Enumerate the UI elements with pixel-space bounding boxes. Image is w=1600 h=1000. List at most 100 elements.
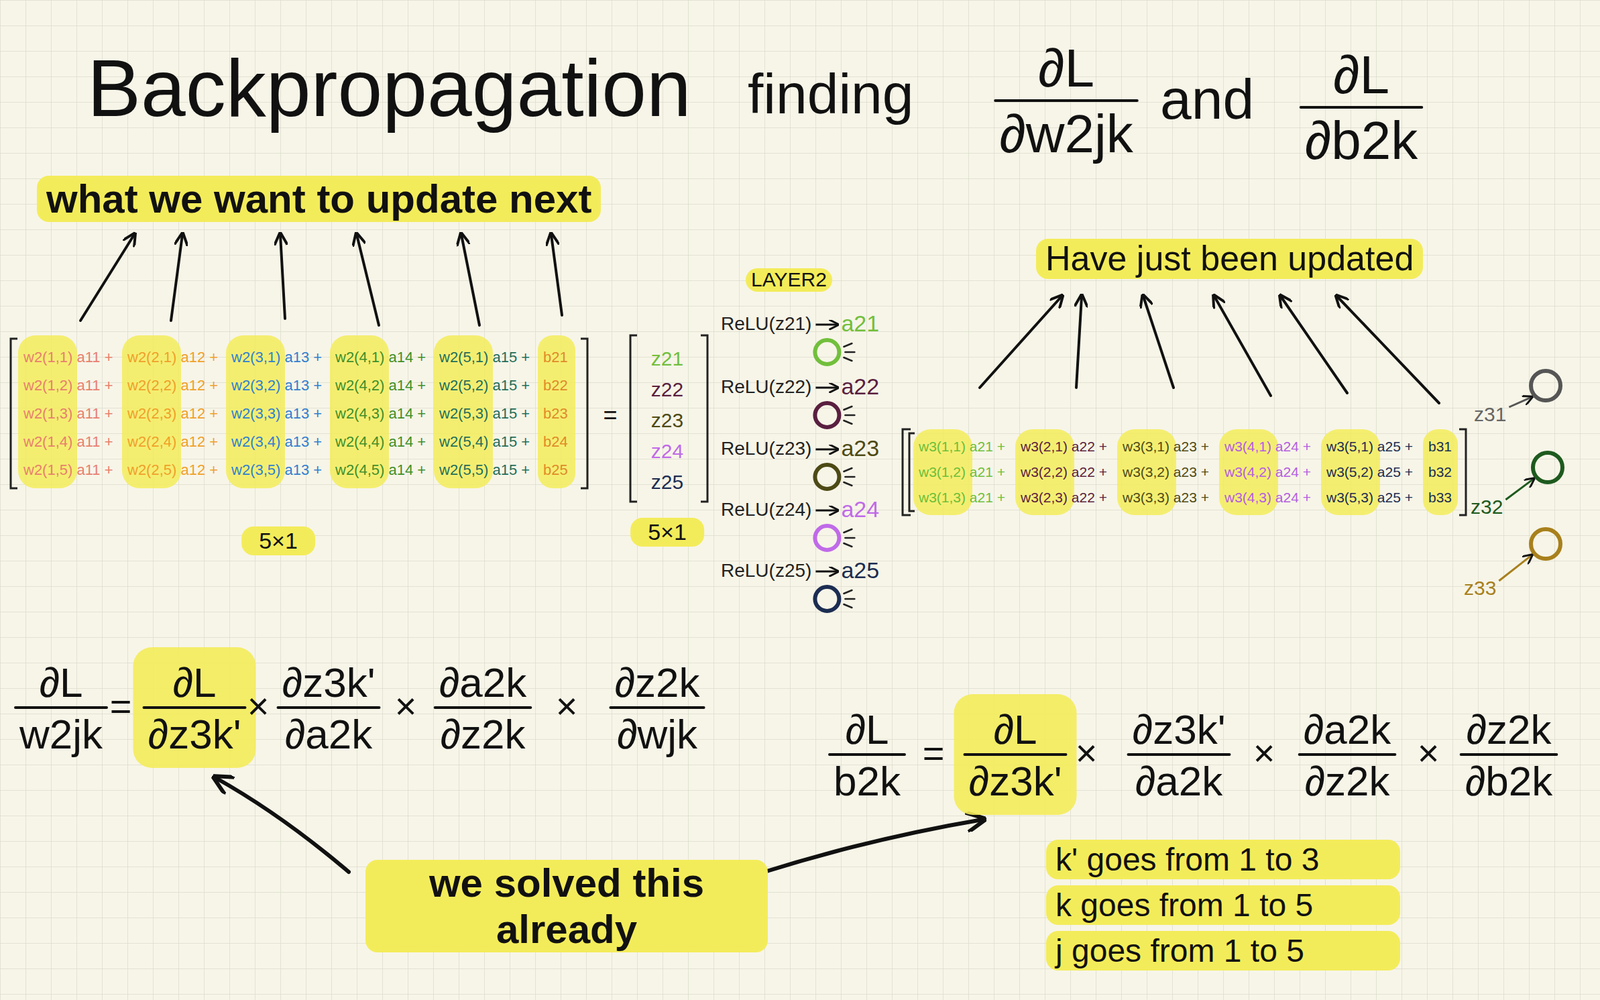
fraction-bar xyxy=(1299,753,1396,756)
pointer-arrow xyxy=(280,234,285,319)
matrix-term: w3(2,3) a22 + xyxy=(1020,489,1108,506)
pointer-arrow xyxy=(551,234,562,316)
label-arrow xyxy=(1505,478,1533,500)
matrix-term: w2(5,3) a15 + xyxy=(439,405,530,422)
numerator: ∂L xyxy=(844,705,889,754)
numerator: ∂L xyxy=(172,658,216,707)
denominator: ∂w2jk xyxy=(999,103,1134,165)
term-highlight xyxy=(133,647,257,768)
matrix-term: b23 xyxy=(543,405,568,422)
glow-mark xyxy=(844,351,855,354)
pointer-arrow xyxy=(979,296,1062,388)
operator: × xyxy=(394,684,418,728)
matrix-term: b22 xyxy=(543,376,568,394)
hidden-neuron: ReLU(z25)a25 xyxy=(720,559,884,615)
denominator: b2k xyxy=(833,757,901,805)
title-word: finding xyxy=(747,61,914,127)
numerator: ∂z3k' xyxy=(1132,705,1226,754)
neuron-label: a25 xyxy=(840,557,880,584)
glow-mark xyxy=(844,598,855,601)
matrix-term: w2(2,1) a12 + xyxy=(127,348,218,366)
glow-mark xyxy=(843,468,852,472)
activation-label: ReLU(z21) xyxy=(720,313,812,335)
matrix-term: w3(2,2) a22 + xyxy=(1020,464,1108,481)
numerator: ∂a2k xyxy=(439,658,528,707)
matrix-term: w2(3,4) a13 + xyxy=(231,433,322,450)
vector-entry: z23 xyxy=(651,409,684,433)
glow-mark xyxy=(843,343,852,347)
neuron-circle xyxy=(814,339,839,365)
matrix-term: w2(4,4) a14 + xyxy=(335,433,426,450)
neuron-label: z32 xyxy=(1470,495,1503,520)
glow-mark xyxy=(843,590,852,594)
matrix-term: w2(4,5) a14 + xyxy=(335,461,426,479)
fraction-bar xyxy=(1300,105,1423,109)
glow-mark xyxy=(844,537,855,540)
map-arrow xyxy=(815,386,837,389)
operator: × xyxy=(555,684,579,728)
numerator: ∂L xyxy=(1038,37,1095,100)
matrix-term: w3(3,1) a23 + xyxy=(1122,438,1210,455)
fraction-bars xyxy=(15,100,1557,755)
hidden-neuron: ReLU(z24)a24 xyxy=(720,498,884,554)
neuron-label: a21 xyxy=(840,310,880,337)
pointer-arrow xyxy=(170,234,183,321)
hidden-neuron: ReLU(z22)a22 xyxy=(720,376,884,432)
range-note: k goes from 1 to 5 xyxy=(1046,885,1401,925)
matrix-term: w2(3,5) a13 + xyxy=(231,461,322,479)
output-neuron: z33 xyxy=(1458,523,1566,604)
layer-label: LAYER2 xyxy=(745,268,833,292)
pointer-arrow xyxy=(215,777,349,872)
map-arrow xyxy=(815,448,837,451)
operator: × xyxy=(1253,731,1276,775)
fraction-highlights xyxy=(133,647,1077,815)
pointer-arrow xyxy=(461,234,480,326)
fraction-bar xyxy=(829,753,905,756)
matrix-term: w2(2,3) a12 + xyxy=(127,405,218,422)
fraction-bar xyxy=(995,99,1138,102)
fraction-bar xyxy=(1461,753,1558,756)
matrix-term: w2(1,5) a11 + xyxy=(23,461,114,479)
pointer-arrow xyxy=(1076,296,1082,388)
matrix-term: w3(5,3) a25 + xyxy=(1326,489,1413,506)
glow-mark xyxy=(843,543,852,547)
matrix-term: b21 xyxy=(543,348,568,366)
matrix-term: w3(4,3) a24 + xyxy=(1224,489,1311,506)
pointer-arrow xyxy=(80,234,135,321)
dimension-label: 5×1 xyxy=(241,526,316,556)
vector-bracket xyxy=(630,335,638,502)
matrix-term: w2(3,1) a13 + xyxy=(231,348,322,366)
label-arrow xyxy=(1508,396,1531,408)
matrix-term: w2(4,3) a14 + xyxy=(335,405,426,422)
neuron-label: a24 xyxy=(840,496,880,523)
range-note: k' goes from 1 to 3 xyxy=(1046,839,1401,880)
glow-mark xyxy=(843,420,852,424)
output-neuron: z31 xyxy=(1468,365,1570,433)
pointer-arrows xyxy=(80,234,1440,872)
matrix-term: w2(5,5) a15 + xyxy=(439,461,530,479)
denominator: w2jk xyxy=(19,710,103,758)
matrix-term: w3(2,1) a22 + xyxy=(1020,438,1108,455)
fraction-bar xyxy=(278,706,380,709)
vector-entry: z22 xyxy=(651,378,684,402)
numerator: ∂z2k xyxy=(614,658,700,707)
glow-mark xyxy=(843,604,852,608)
matrix-term: w3(5,1) a25 + xyxy=(1326,438,1413,455)
denominator: ∂b2k xyxy=(1304,109,1419,172)
matrix-term: w3(4,1) a24 + xyxy=(1224,438,1311,455)
output-neuron: z32 xyxy=(1465,445,1573,524)
column-highlight xyxy=(1422,429,1458,516)
neuron-circle xyxy=(814,464,839,489)
matrix-term: w2(5,4) a15 + xyxy=(439,433,530,450)
glow-mark xyxy=(843,529,852,533)
hidden-neuron: ReLU(z21) a21 xyxy=(720,313,884,369)
highlight-note: what we want to update next xyxy=(36,175,601,222)
fraction-bar xyxy=(610,706,704,709)
operator: × xyxy=(247,684,270,728)
matrix-bracket xyxy=(1459,429,1466,516)
matrix-term: w2(2,4) a12 + xyxy=(127,433,218,450)
matrix-term: w3(5,2) a25 + xyxy=(1326,464,1413,481)
operator: = xyxy=(922,731,945,775)
neuron-label: a23 xyxy=(840,435,880,462)
